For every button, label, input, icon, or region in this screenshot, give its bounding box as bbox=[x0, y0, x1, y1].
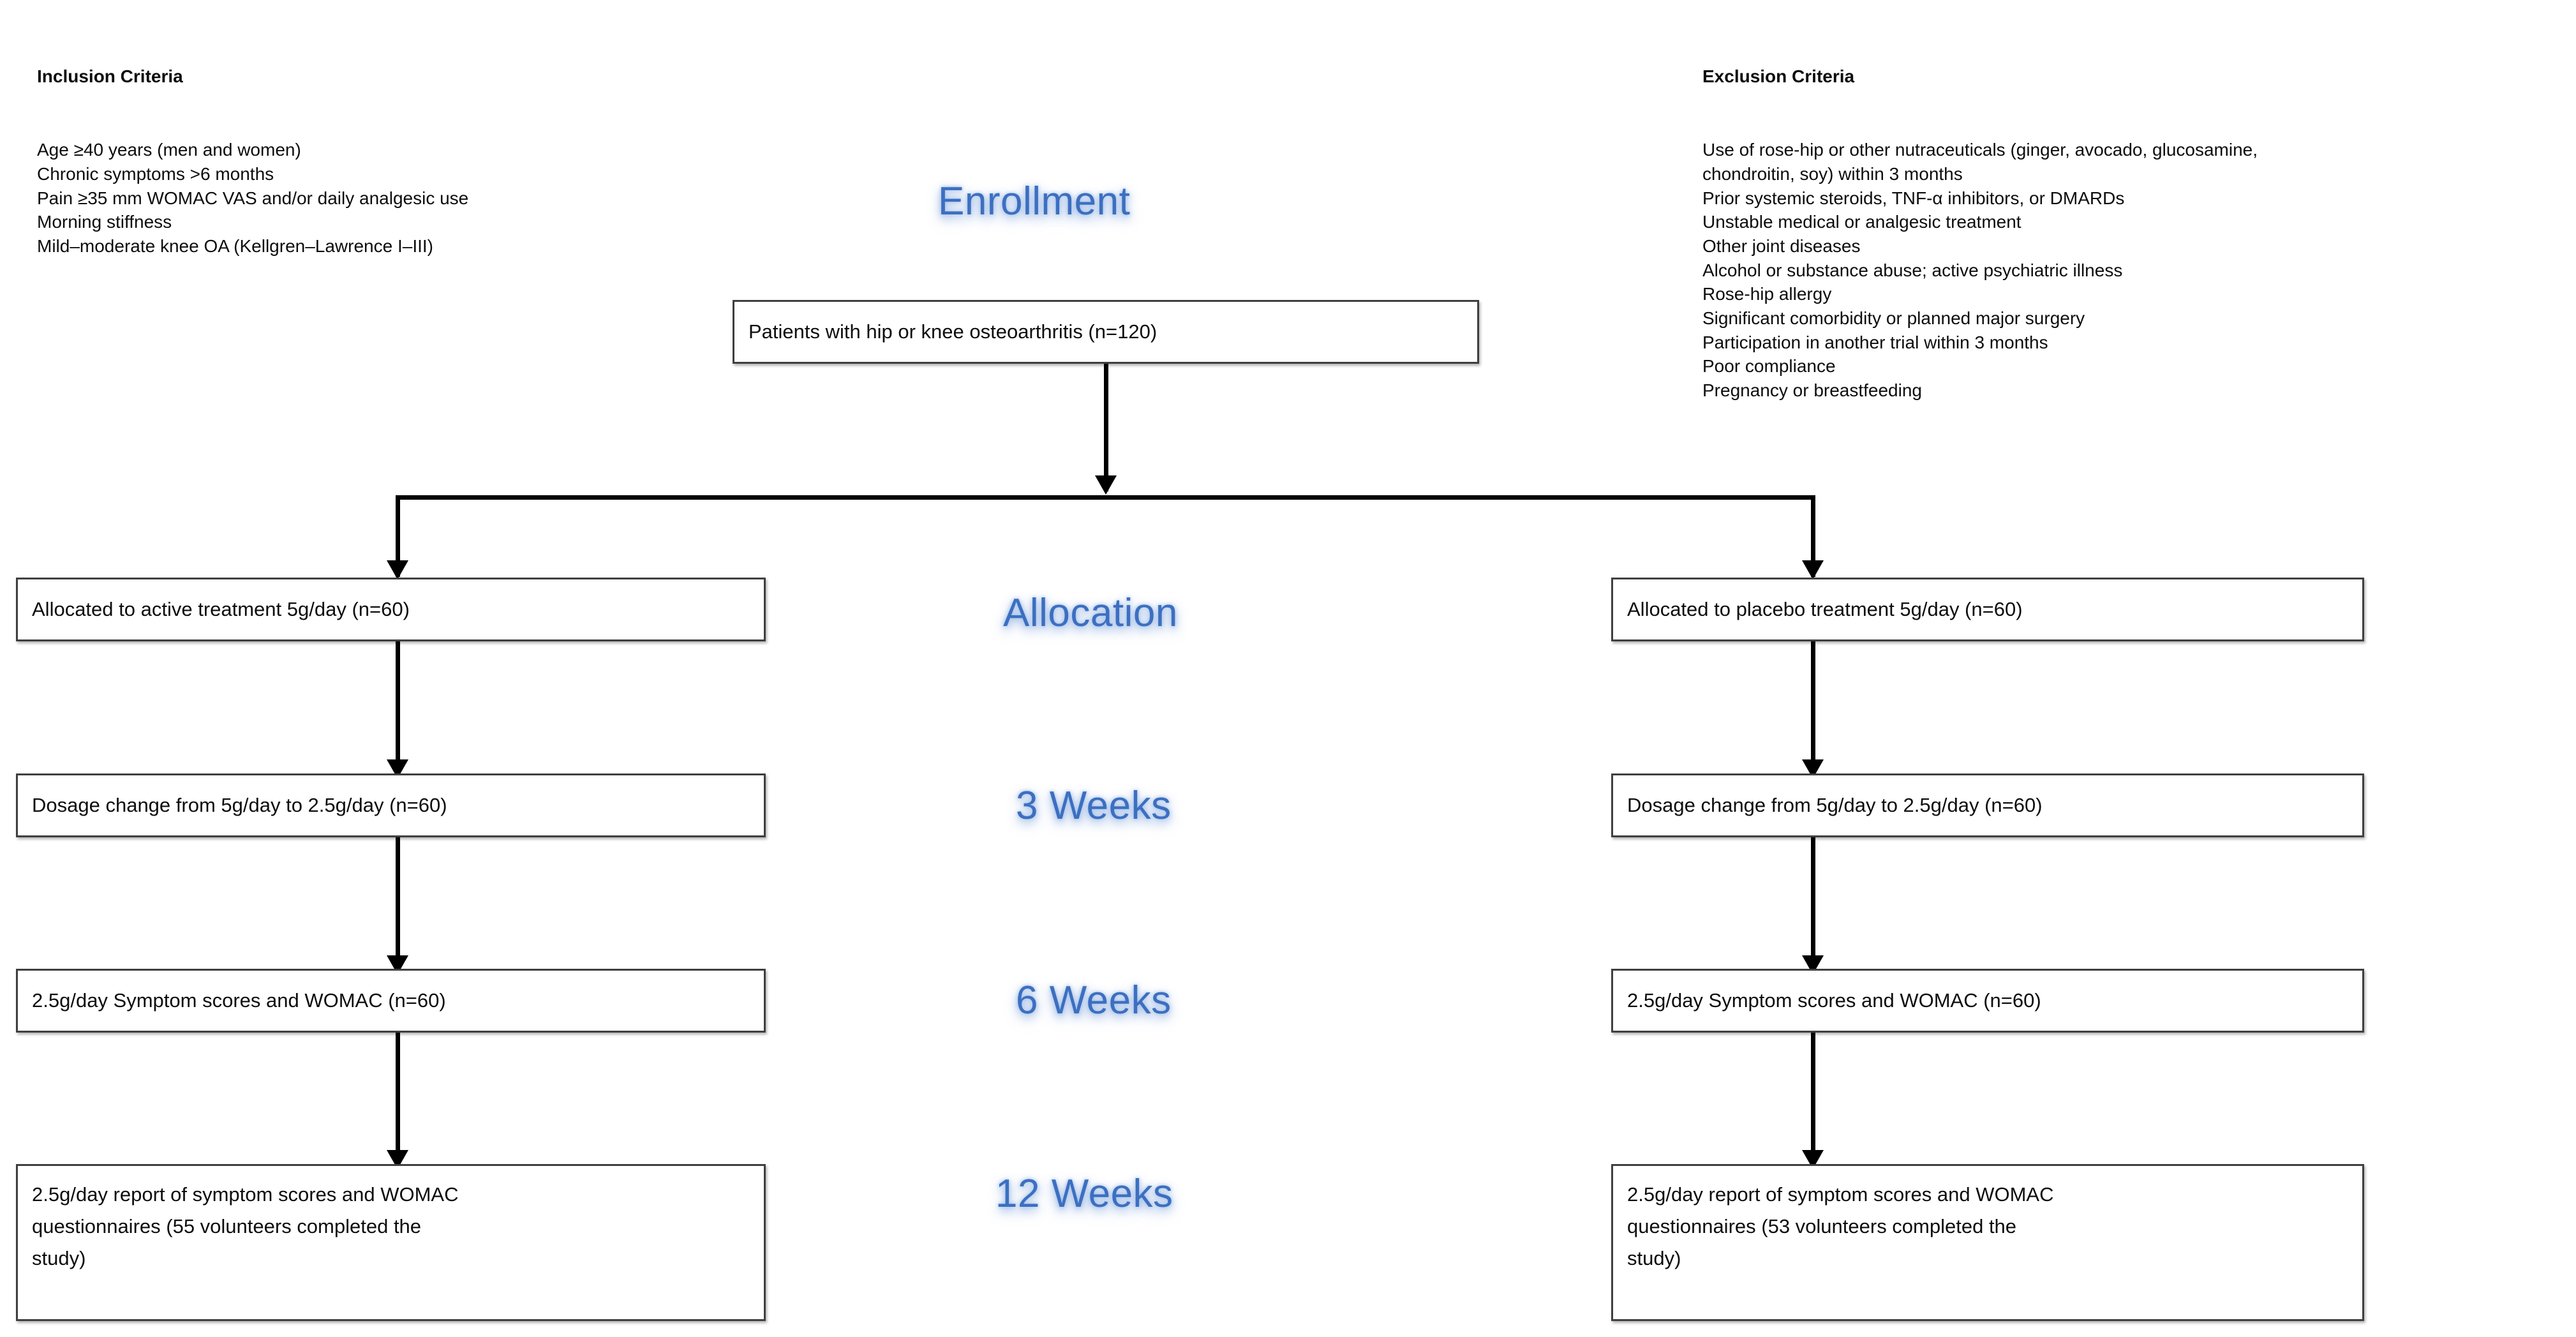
placebo-allocation-box: Allocated to placebo treatment 5g/day (n… bbox=[1611, 578, 2364, 641]
active-week3-box: Dosage change from 5g/day to 2.5g/day (n… bbox=[16, 773, 766, 837]
stage-label-3-weeks: 3 Weeks bbox=[1016, 784, 1172, 828]
inclusion-criteria-panel: Inclusion Criteria Age ≥40 years (men an… bbox=[37, 17, 726, 306]
connector-split-bar bbox=[396, 495, 1815, 500]
active-week12-text: 2.5g/day report of symptom scores and WO… bbox=[32, 1183, 459, 1270]
placebo-week3-text: Dosage change from 5g/day to 2.5g/day (n… bbox=[1627, 793, 2043, 816]
enrollment-box: Patients with hip or knee osteoarthritis… bbox=[733, 300, 1479, 364]
stage-label-12-weeks: 12 Weeks bbox=[995, 1172, 1173, 1216]
arrowhead-enrollment-down bbox=[1095, 475, 1117, 495]
connector-placebo-alloc-to-w3 bbox=[1811, 641, 1815, 777]
exclusion-criteria-list: Use of rose-hip or other nutraceuticals … bbox=[1702, 140, 2258, 400]
active-week6-box: 2.5g/day Symptom scores and WOMAC (n=60) bbox=[16, 969, 766, 1033]
connector-active-w6-to-w12 bbox=[396, 1033, 400, 1168]
connector-enrollment-down bbox=[1104, 364, 1108, 491]
stage-label-allocation: Allocation bbox=[1003, 591, 1178, 635]
enrollment-box-text: Patients with hip or knee osteoarthritis… bbox=[748, 320, 1158, 343]
active-allocation-box: Allocated to active treatment 5g/day (n=… bbox=[16, 578, 766, 641]
placebo-week6-text: 2.5g/day Symptom scores and WOMAC (n=60) bbox=[1627, 989, 2041, 1012]
inclusion-criteria-list: Age ≥40 years (men and women) Chronic sy… bbox=[37, 140, 469, 256]
connector-split-left-down bbox=[396, 495, 400, 577]
exclusion-criteria-panel: Exclusion Criteria Use of rose-hip or ot… bbox=[1702, 17, 2570, 451]
placebo-allocation-text: Allocated to placebo treatment 5g/day (n… bbox=[1627, 597, 2023, 620]
active-week6-text: 2.5g/day Symptom scores and WOMAC (n=60) bbox=[32, 989, 446, 1012]
stage-label-6-weeks: 6 Weeks bbox=[1016, 978, 1172, 1022]
connector-split-right-down bbox=[1811, 495, 1815, 577]
active-week12-box: 2.5g/day report of symptom scores and WO… bbox=[16, 1164, 766, 1321]
connector-placebo-w3-to-w6 bbox=[1811, 837, 1815, 973]
stage-label-enrollment: Enrollment bbox=[938, 179, 1131, 223]
connector-active-w3-to-w6 bbox=[396, 837, 400, 973]
placebo-week6-box: 2.5g/day Symptom scores and WOMAC (n=60) bbox=[1611, 969, 2364, 1033]
placebo-week12-text: 2.5g/day report of symptom scores and WO… bbox=[1627, 1183, 2054, 1270]
arrowhead-split-right bbox=[1802, 560, 1824, 579]
active-allocation-text: Allocated to active treatment 5g/day (n=… bbox=[32, 597, 410, 620]
placebo-week12-box: 2.5g/day report of symptom scores and WO… bbox=[1611, 1164, 2364, 1321]
active-week3-text: Dosage change from 5g/day to 2.5g/day (n… bbox=[32, 793, 447, 816]
exclusion-criteria-title: Exclusion Criteria bbox=[1702, 66, 1855, 87]
arrowhead-split-left bbox=[387, 560, 408, 579]
placebo-week3-box: Dosage change from 5g/day to 2.5g/day (n… bbox=[1611, 773, 2364, 837]
inclusion-criteria-title: Inclusion Criteria bbox=[37, 66, 183, 87]
connector-placebo-w6-to-w12 bbox=[1811, 1033, 1815, 1168]
connector-active-alloc-to-w3 bbox=[396, 641, 400, 777]
